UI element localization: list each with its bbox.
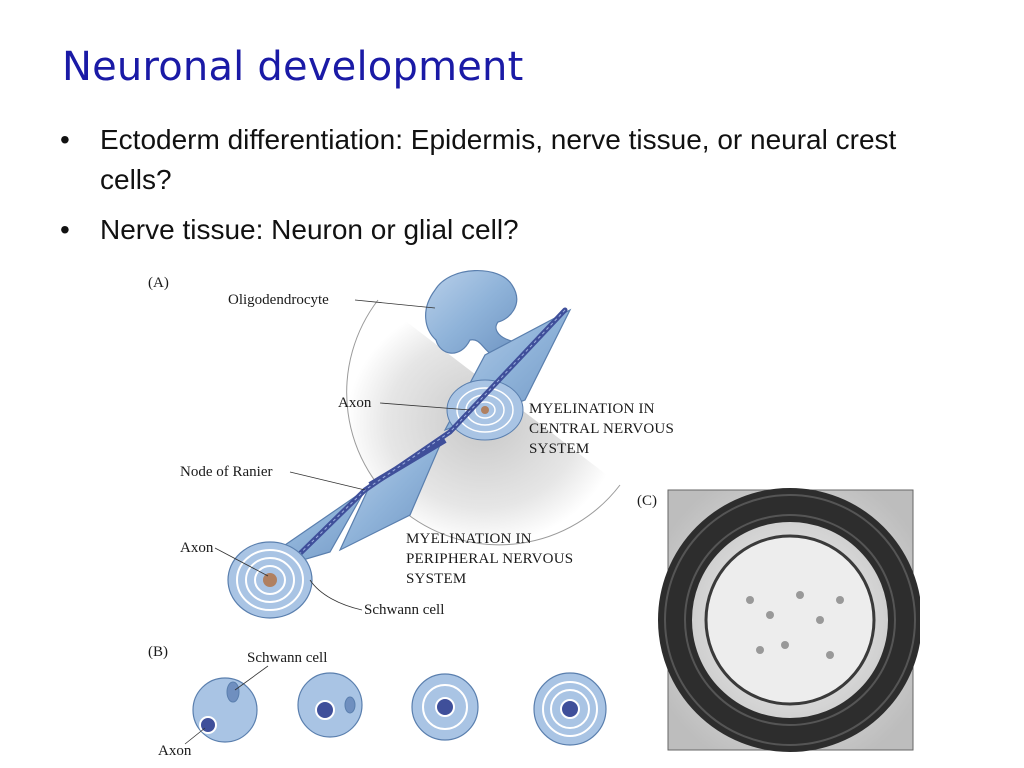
bullet-text: Nerve tissue: Neuron or glial cell? — [100, 214, 519, 245]
bullet-item: • Ectoderm differentiation: Epidermis, n… — [60, 120, 960, 200]
schwann-b-leader — [234, 665, 269, 691]
schwann-a-leader — [309, 579, 363, 611]
oligodendrocyte-shape — [425, 269, 519, 358]
panel-b-label: (B) — [148, 644, 168, 660]
node-leader — [289, 471, 366, 491]
panel-c-label: (C) — [637, 493, 657, 509]
bullet-list: • Ectoderm differentiation: Epidermis, n… — [60, 120, 960, 260]
cns-caption-line2: CENTRAL NERVOUS — [529, 421, 674, 437]
cns-caption-line3: SYSTEM — [529, 441, 589, 457]
axon-label-b: Axon — [158, 743, 192, 759]
myelination-figure: (A) (B) (C) Oligodendrocyte Axon — [148, 269, 920, 759]
axon-bottom-leader — [214, 547, 269, 577]
pns-caption-line2: PERIPHERAL NERVOUS — [406, 551, 573, 567]
node-of-ranier-label: Node of Ranier — [180, 464, 272, 480]
axon-label-bottom: Axon — [180, 540, 214, 556]
slide-title: Neuronal development — [62, 44, 524, 90]
bullet-item: • Nerve tissue: Neuron or glial cell? — [60, 210, 960, 250]
pns-caption-line1: MYELINATION IN — [406, 531, 532, 547]
axon-top-leader — [379, 402, 471, 411]
bullet-text: Ectoderm differentiation: Epidermis, ner… — [100, 124, 897, 195]
panel-a-label: (A) — [148, 275, 169, 291]
panel-c-micrograph — [658, 488, 920, 752]
axon-b-leader — [184, 727, 206, 745]
axon-line — [272, 307, 568, 581]
oligodendrocyte-leader — [354, 299, 436, 309]
schwann-cell-label-b: Schwann cell — [247, 650, 327, 666]
cns-caption-line1: MYELINATION IN — [529, 401, 655, 417]
pns-caption-line3: SYSTEM — [406, 571, 466, 587]
bullet-icon: • — [60, 124, 70, 155]
pns-cross-section — [227, 541, 313, 619]
oligodendrocyte-label: Oligodendrocyte — [228, 292, 329, 308]
schwann-cell-label-a: Schwann cell — [364, 602, 444, 618]
axon-label-top: Axon — [338, 395, 372, 411]
panel-b-sequence — [192, 672, 607, 746]
bullet-icon: • — [60, 214, 70, 245]
